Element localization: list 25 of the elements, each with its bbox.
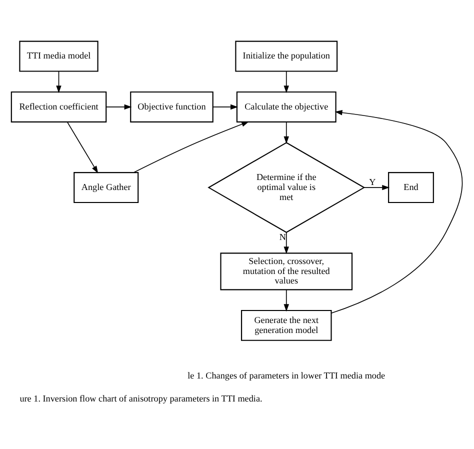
node-box: Initialize the population [235, 40, 338, 72]
arrow [106, 104, 132, 110]
node-box: End [388, 172, 434, 204]
arrow [67, 122, 98, 174]
node-box: Objective function [130, 91, 214, 122]
arrow [284, 290, 289, 312]
arrow [364, 184, 390, 190]
edge-label: Y [369, 176, 376, 187]
arrow [134, 122, 250, 173]
arrow [212, 104, 238, 110]
node-box: Generate the next generation model [240, 310, 332, 341]
label: le 1. Changes of parameters in lower TTI media mode [188, 370, 386, 380]
node-box: Selection, crossover, mutation of the resulted values [220, 252, 353, 290]
node-box: TTI media model [19, 40, 98, 72]
arrow [284, 70, 289, 94]
caption: ure 1. Inversion flow chart of anisotropy parameters in TTI media. [20, 394, 262, 404]
arrow [330, 110, 463, 314]
node-box: Calculate the objective [236, 91, 336, 122]
node-box: Reflection coefficient [10, 91, 107, 122]
arrow [284, 232, 289, 254]
node-box: Angle Gather [74, 172, 139, 204]
arrow [56, 70, 62, 94]
edge-label: N [279, 232, 286, 242]
node-diamond: Determine if the optimal value is met [208, 142, 366, 234]
arrow [284, 122, 289, 144]
